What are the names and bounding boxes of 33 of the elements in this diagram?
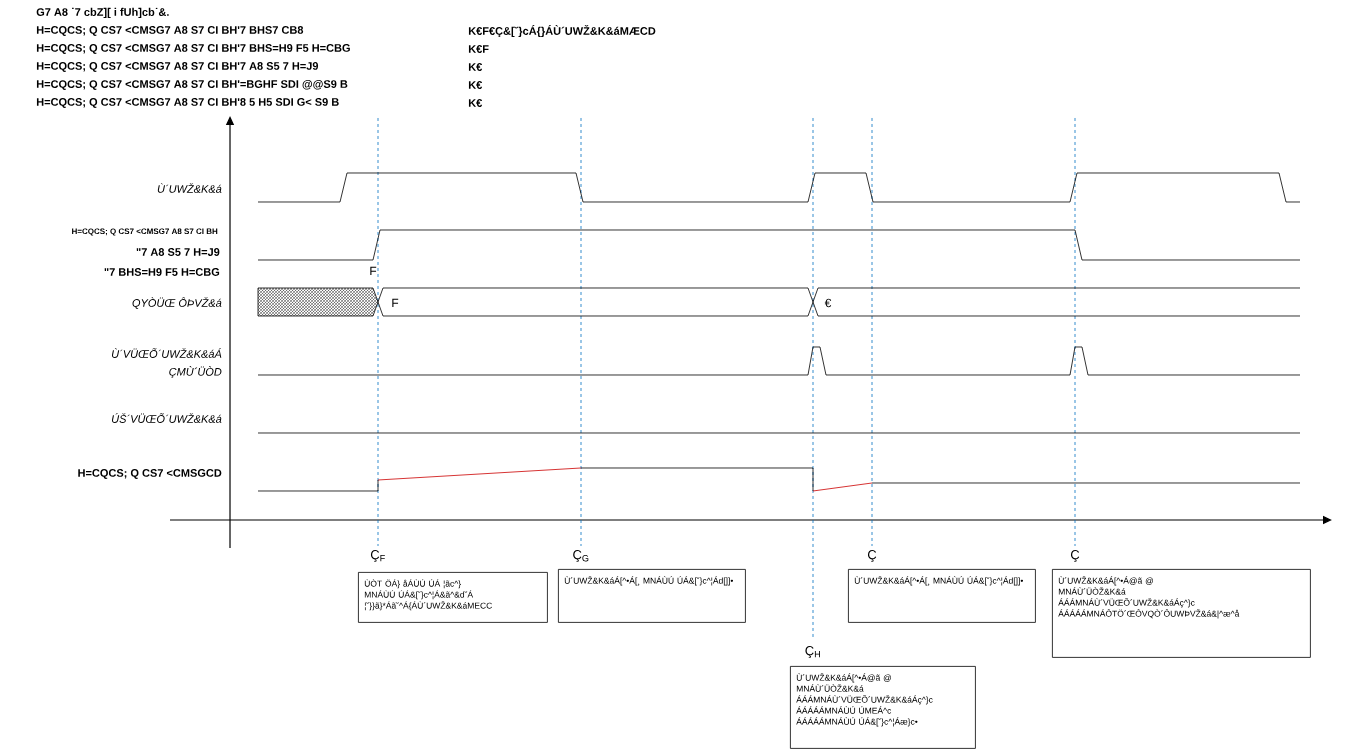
signal-name: "7 A8 S5 7 H=J9 — [136, 248, 220, 256]
signal-name: H=CQCS; Q CS7 <CMSGCD — [78, 469, 222, 479]
header-value: K€F — [468, 45, 489, 53]
header-text: H=CQCS; Q CS7 <CMSG7 A8 S7 CI BH'7 BHS=H9 F5 H=CBG — [36, 44, 350, 54]
header-text: H=CQCS; Q CS7 <CMSG7 A8 S7 CI BH'7 BHS7 CB8 — [36, 26, 304, 36]
signal-name: H=CQCS; Q CS7 <CMSG7 A8 S7 CI BH — [72, 228, 218, 236]
signal-name: "7 BHS=H9 F5 H=CBG — [104, 268, 220, 276]
header-text: H=CQCS; Q CS7 <CMSG7 A8 S7 CI BH'=BGHF SDI @@S9 B — [36, 80, 348, 90]
header-text: G7 A8 ˙7 cbZ][ i fUh]cb˙&. — [36, 7, 169, 19]
header-value: K€ — [468, 81, 483, 89]
header-value: K€F€Ç&[˘}cÁ{}ÁÙ´UWŽ&K&áMÆCD — [468, 24, 656, 38]
time-marker: Ç$_{F}$ — [370, 550, 385, 562]
note-box: Ù´UWŽ&K&áÁ[^•Á@ã @ MNÁÙ´ÜÒŽ&K&á ÁÁÁMNÁÙ´VÜŒÕ´UWŽ&K&áÁç^}c ÁÁÁÁÁMNÁÔTÖ´ŒÔVQÒ´ÔUWÞVŽ&á&|^æ^å — [1052, 569, 1311, 658]
header-value: K€ — [468, 99, 483, 107]
time-marker: Ç — [1070, 550, 1080, 562]
signal-name: ÚŠ´VÜŒÕ´UWŽ&K&á — [112, 413, 222, 423]
signal-name: QYÒÜŒ ÔÞVŽ&á — [132, 297, 222, 309]
signal-name: Ù´VÜŒÕ´UWŽ&K&áÁ — [112, 348, 222, 358]
note-box: Ù´UWŽ&K&áÁ[^•Á[¸ MNÁÙÚ ÚÁ&[˘}c^¦Ád[]]• — [848, 569, 1036, 623]
signal-name: ÇMÙ´ÜÒD — [169, 366, 222, 378]
signal-value: F — [370, 266, 377, 276]
note-box: Ù´UWŽ&K&áÁ[^•Á[¸ MNÁÙÚ ÚÁ&[˘}c^¦Ád[]]• — [558, 569, 746, 623]
bus-value: F — [392, 298, 399, 308]
time-marker: Ç$_{G}$ — [573, 550, 589, 562]
header-value: K€ — [468, 63, 483, 71]
note-box: Ù´UWŽ&K&áÁ[^•Á@ã @ MNÁÙ´ÜÒŽ&K&á ÁÁÁMNÁÙ´VÜŒÕ´UWŽ&K&áÁç^}c ÁÁÁÁÁMNÁÙÚ ÚMEÁ^c ÁÁÁÁÁMNÁÙÚ ÚÁ&[˘}c^¦Áæ}c• — [790, 666, 976, 749]
bus-value: € — [824, 298, 832, 308]
time-marker: Ç — [867, 550, 877, 562]
time-marker: Ç$_{H}$ — [805, 646, 820, 658]
header-text: H=CQCS; Q CS7 <CMSG7 A8 S7 CI BH'7 A8 S5 7 H=J9 — [36, 62, 319, 72]
header-text: H=CQCS; Q CS7 <CMSG7 A8 S7 CI BH'8 5 H5 SDI G< S9 B — [36, 98, 339, 108]
note-box: ÙÒT ÖÁ} åÁÙÚ ÚÁ ¦ãc^} MNÁÙÚ ÚÁ&[˘}c^¦Á&ã^&d˘Á ¦˘}}ã}*Áã˘^Á{ÁÙ´UWŽ&K&áMECC — [358, 572, 548, 623]
signal-name: Ù´UWŽ&K&á — [157, 183, 222, 193]
